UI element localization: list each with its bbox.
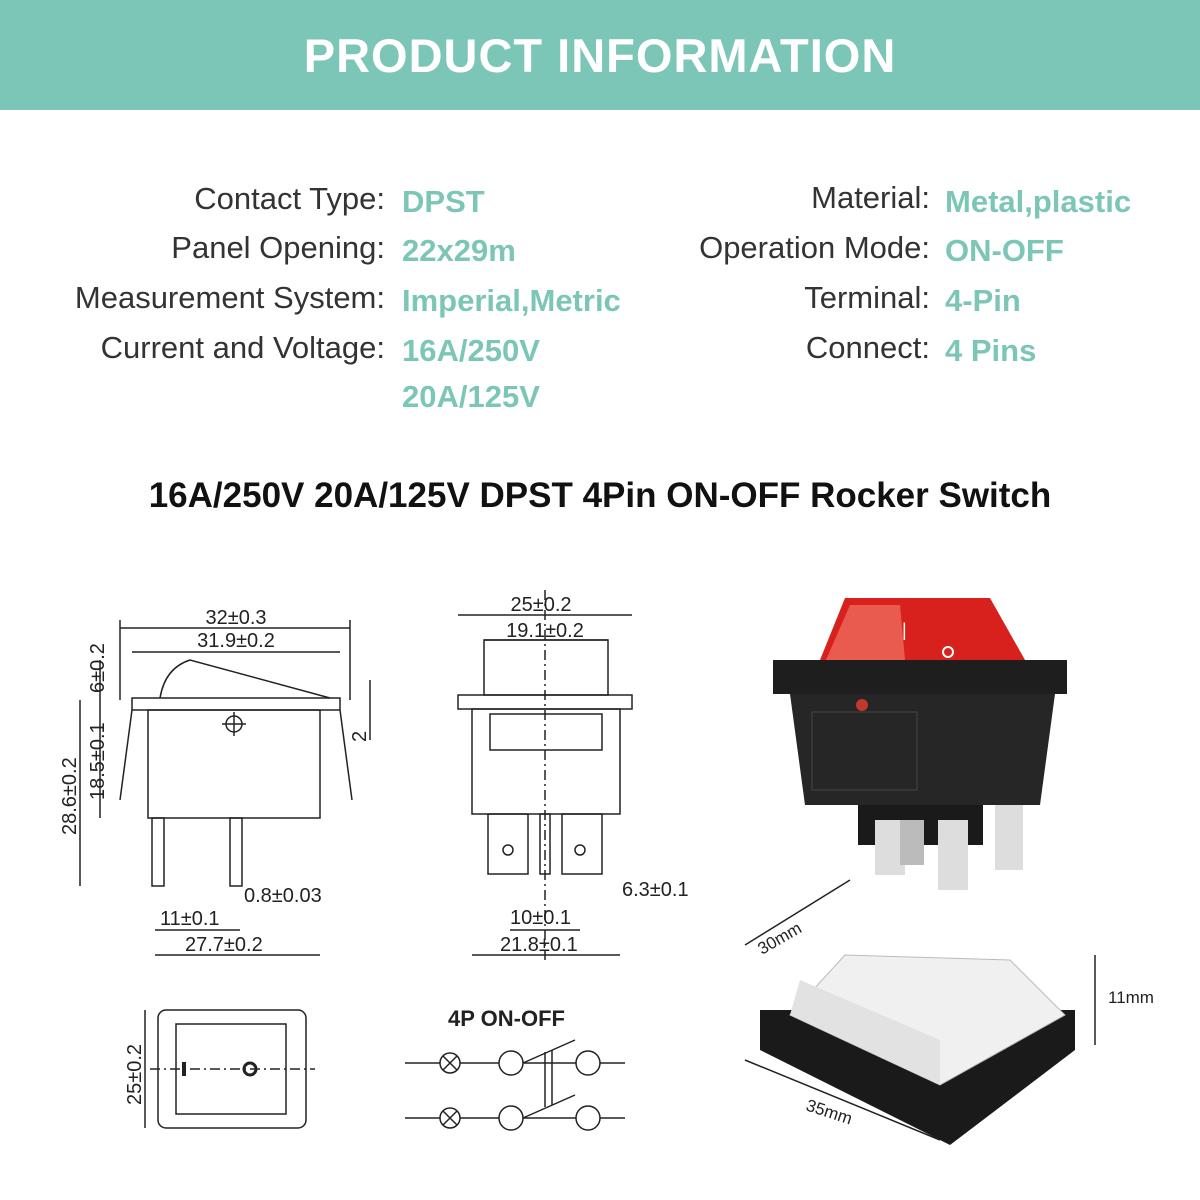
spec-label: Material: [811, 180, 930, 215]
spec-value: 20A/125V [402, 379, 540, 414]
dim-label: 18.5±0.1 [87, 722, 109, 800]
dim-label: 6±0.2 [87, 643, 109, 693]
spec-label: Connect: [805, 330, 930, 365]
dim-label: 28.6±0.2 [59, 757, 81, 835]
dim-label: 2 [349, 731, 371, 742]
spec-value: DPST [402, 184, 485, 219]
header-banner: PRODUCT INFORMATION [0, 0, 1200, 110]
product-subtitle: 16A/250V 20A/125V DPST 4Pin ON-OFF Rocke… [148, 476, 1052, 515]
spec-value: Imperial,Metric [402, 283, 621, 318]
top-view-drawing [144, 1009, 315, 1129]
dim-label: 31.9±0.2 [197, 630, 275, 652]
dim-label: 11mm [1108, 988, 1154, 1007]
page-title: PRODUCT INFORMATION [303, 28, 897, 82]
spec-label: Measurement System: [74, 280, 385, 315]
rocker-switch-image: | [773, 598, 1067, 890]
schematic-title: 4P ON-OFF [448, 1006, 565, 1031]
dim-label: 35mm [804, 1096, 855, 1129]
dim-label: 19.1±0.2 [506, 620, 584, 642]
spec-label: Panel Opening: [171, 230, 385, 265]
dim-label: 25±0.2 [124, 1044, 146, 1105]
side-view-drawing [79, 620, 371, 956]
dim-label: 0.8±0.03 [244, 885, 322, 907]
dim-label: 32±0.3 [205, 607, 266, 629]
dim-label: 25±0.2 [510, 594, 571, 616]
dim-label: 6.3±0.1 [622, 879, 689, 901]
dim-label: 30mm [755, 918, 805, 958]
front-view-drawing [457, 590, 633, 960]
spec-value: Metal,plastic [945, 184, 1132, 219]
spec-label: Current and Voltage: [100, 330, 385, 365]
waterproof-cover-image [744, 879, 1096, 1145]
dim-label: 21.8±0.1 [500, 934, 578, 956]
schematic-diagram [405, 1039, 625, 1131]
spec-value: 4-Pin [945, 283, 1021, 318]
dim-label: 27.7±0.2 [185, 934, 263, 956]
dim-label: 11±0.1 [160, 908, 220, 930]
dim-label: 10±0.1 [510, 907, 571, 929]
spec-label: Contact Type: [194, 181, 385, 216]
spec-value: 16A/250V [402, 333, 540, 368]
spec-label: Operation Mode: [699, 230, 930, 265]
spec-value: 4 Pins [945, 333, 1037, 368]
spec-value: 22x29m [402, 233, 516, 268]
spec-value: ON-OFF [945, 233, 1064, 268]
spec-label: Terminal: [804, 280, 930, 315]
on-mark-icon: | [902, 620, 907, 640]
